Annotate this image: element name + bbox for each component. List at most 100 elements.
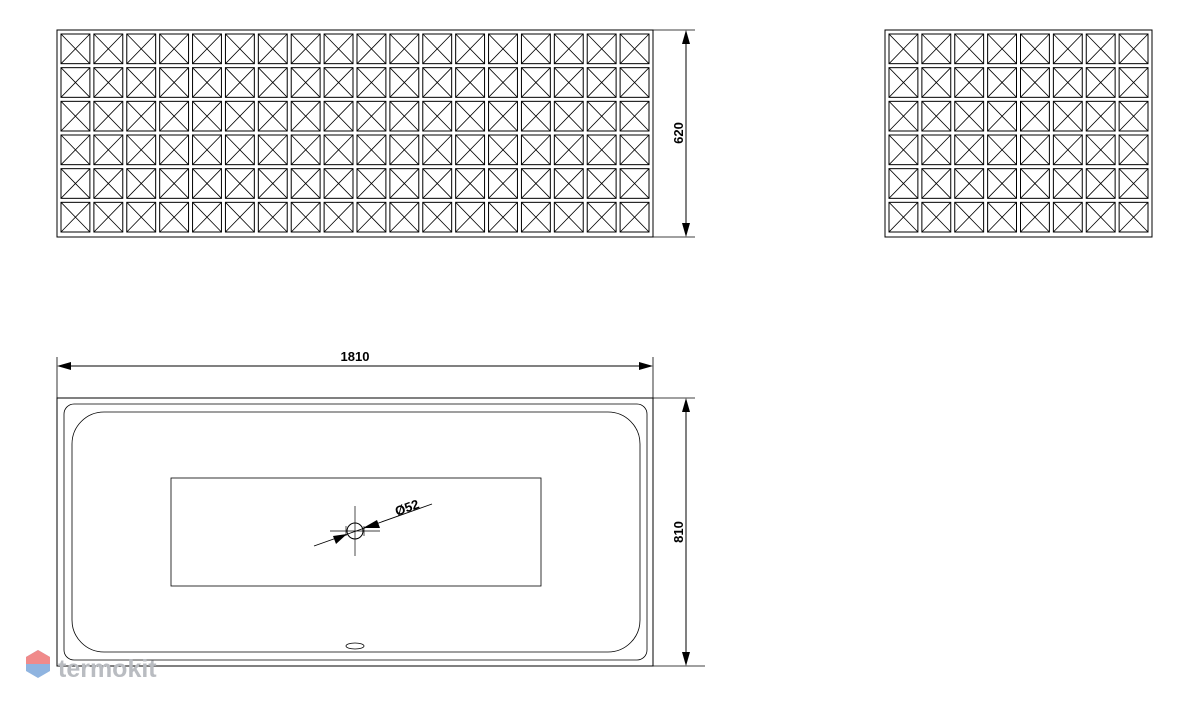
panel-tile bbox=[619, 100, 650, 132]
logo-text: termokit bbox=[58, 655, 157, 683]
panel-tile bbox=[290, 67, 321, 98]
panel-tile bbox=[1118, 67, 1149, 98]
panel-tile bbox=[520, 134, 551, 166]
height-dimension-label: 620 bbox=[671, 122, 686, 144]
panel-tile bbox=[60, 67, 91, 98]
panel-tile bbox=[224, 67, 255, 98]
panel-tile bbox=[356, 201, 387, 233]
panel-tile bbox=[954, 168, 985, 199]
panel-tile bbox=[1085, 100, 1116, 132]
tub-outer-rim bbox=[56, 397, 654, 667]
panel-tile bbox=[488, 134, 518, 166]
panel-tile bbox=[93, 67, 124, 98]
panel-tile bbox=[60, 168, 91, 199]
panel-tile bbox=[126, 168, 157, 199]
panel-tile bbox=[1052, 168, 1083, 199]
panel-tile bbox=[257, 201, 288, 233]
panel-tile bbox=[488, 33, 518, 65]
panel-tile bbox=[192, 168, 222, 199]
panel-tile bbox=[290, 134, 321, 166]
panel-tile bbox=[257, 168, 288, 199]
panel-tile bbox=[1052, 33, 1083, 65]
panel-tile bbox=[1052, 100, 1083, 132]
length-dimension-label: 1810 bbox=[341, 349, 370, 364]
panel-tile bbox=[921, 168, 952, 199]
height-dimension: 620 bbox=[653, 29, 695, 238]
panel-tile bbox=[1052, 201, 1083, 233]
panel-tile bbox=[921, 201, 952, 233]
panel-tile bbox=[323, 168, 354, 199]
panel-tile bbox=[224, 201, 255, 233]
panel-tile bbox=[455, 134, 486, 166]
panel-tile bbox=[586, 67, 617, 98]
panel-tile bbox=[389, 100, 420, 132]
panel-tile bbox=[126, 134, 157, 166]
panel-tile bbox=[257, 33, 288, 65]
panel-tile bbox=[455, 100, 486, 132]
panel-tile bbox=[159, 33, 190, 65]
panel-tile bbox=[488, 168, 518, 199]
panel-tile bbox=[389, 67, 420, 98]
panel-tile bbox=[60, 134, 91, 166]
panel-tile bbox=[619, 201, 650, 233]
panel-tile bbox=[1020, 100, 1050, 132]
panel-tile bbox=[520, 67, 551, 98]
panel-tile bbox=[126, 33, 157, 65]
panel-tile bbox=[356, 168, 387, 199]
panel-tile bbox=[455, 33, 486, 65]
panel-tile bbox=[422, 100, 453, 132]
panel-tile bbox=[422, 168, 453, 199]
front-panel-outline bbox=[56, 29, 654, 238]
panel-tile bbox=[1118, 33, 1149, 65]
panel-tile bbox=[323, 67, 354, 98]
panel-tile bbox=[323, 134, 354, 166]
panel-tile bbox=[520, 168, 551, 199]
tub-basin-edge bbox=[71, 411, 641, 653]
panel-tile bbox=[586, 134, 617, 166]
panel-tile bbox=[488, 201, 518, 233]
panel-tile bbox=[921, 100, 952, 132]
panel-tile bbox=[520, 100, 551, 132]
panel-tile bbox=[356, 67, 387, 98]
panel-tile bbox=[1020, 33, 1050, 65]
panel-tile bbox=[389, 33, 420, 65]
panel-tile bbox=[159, 67, 190, 98]
panel-tile bbox=[987, 201, 1017, 233]
panel-tile bbox=[553, 201, 584, 233]
side-panel-outline bbox=[884, 29, 1153, 238]
panel-tile bbox=[987, 33, 1017, 65]
panel-tile bbox=[488, 100, 518, 132]
panel-tile bbox=[619, 134, 650, 166]
panel-tile bbox=[126, 100, 157, 132]
panel-tile bbox=[290, 100, 321, 132]
panel-tile bbox=[1085, 201, 1116, 233]
panel-tile bbox=[1085, 33, 1116, 65]
panel-tile bbox=[1085, 134, 1116, 166]
panel-tile bbox=[93, 201, 124, 233]
panel-tile bbox=[60, 33, 91, 65]
panel-tile bbox=[389, 201, 420, 233]
tub-bottom-area bbox=[170, 477, 542, 587]
panel-tile bbox=[619, 67, 650, 98]
logo-hexagon-top-icon bbox=[26, 650, 50, 664]
panel-tile bbox=[1052, 67, 1083, 98]
panel-tile bbox=[1118, 168, 1149, 199]
panel-tile bbox=[1020, 134, 1050, 166]
side-panel-view bbox=[884, 29, 1153, 238]
panel-tile bbox=[93, 100, 124, 132]
termokit-logo: termokit bbox=[26, 650, 157, 683]
side-panel-tile-grid bbox=[888, 33, 1149, 233]
panel-tile bbox=[93, 33, 124, 65]
panel-tile bbox=[987, 67, 1017, 98]
panel-tile bbox=[553, 67, 584, 98]
panel-tile bbox=[93, 168, 124, 199]
panel-tile bbox=[888, 168, 919, 199]
front-panel-tile-grid bbox=[60, 33, 650, 233]
panel-tile bbox=[224, 33, 255, 65]
panel-tile bbox=[60, 201, 91, 233]
panel-tile bbox=[888, 33, 919, 65]
panel-tile bbox=[1020, 168, 1050, 199]
panel-tile bbox=[1020, 201, 1050, 233]
drain-diameter-label: Ø52 bbox=[393, 496, 421, 519]
